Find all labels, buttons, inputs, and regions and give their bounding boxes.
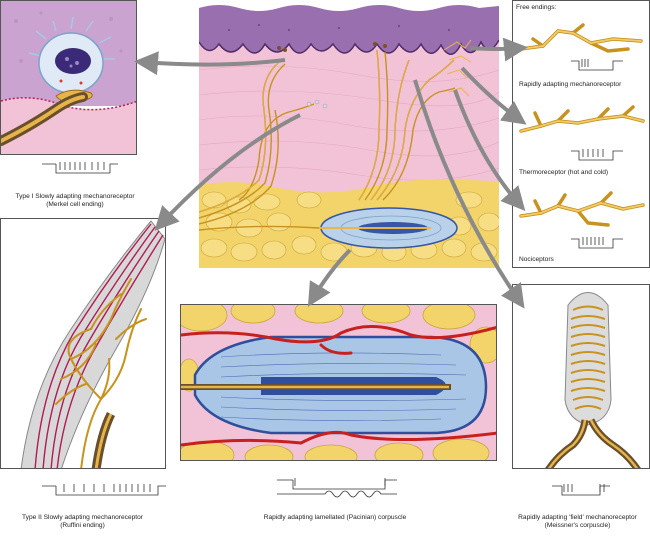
free-endings-header: Free endings:: [516, 4, 557, 11]
merkel-caption-line2: (Merkel cell ending): [46, 201, 104, 209]
pacinian-spike-train: [277, 478, 397, 498]
ruffini-ending-illustration: [20, 220, 165, 468]
meissner-corpuscle-illustration: [545, 292, 641, 468]
pacinian-caption: Rapidly adapting lamellated (Pacinian) c…: [210, 514, 460, 522]
skin-section-illustration: [199, 0, 499, 268]
merkel-spike-train: [42, 162, 118, 174]
free-endings-illustration: [519, 23, 645, 249]
meissner-caption-line2: (Meissner's corpuscle): [544, 522, 611, 530]
merkel-caption: Type I Slowly adapting mechanoreceptor (…: [0, 193, 150, 209]
merkel-cell-illustration: [1, 1, 136, 154]
free-ending-thermo-label: Thermoreceptor (hot and cold): [519, 169, 609, 176]
pacinian-panel: [180, 304, 497, 461]
merkel-caption-line1: Type I Slowly adapting mechanoreceptor: [15, 193, 135, 200]
ruffini-caption-line2: (Ruffini ending): [60, 522, 105, 530]
free-ending-rapid-label: Rapidly adapting mechanoreceptor: [519, 81, 622, 88]
merkel-panel: [0, 0, 137, 155]
ruffini-panel: [0, 218, 166, 469]
ruffini-caption: Type II Slowly adapting mechanoreceptor …: [0, 514, 165, 530]
pacinian-caption-text: Rapidly adapting lamellated (Pacinian) c…: [263, 514, 407, 521]
free-ending-noci-label: Nociceptors: [519, 256, 554, 263]
meissner-caption: Rapidly adapting 'field' mechanoreceptor…: [505, 514, 650, 530]
free-endings-panel: Free endings: Rapidly adapting mechanore…: [512, 0, 650, 268]
meissner-panel: [512, 284, 650, 469]
ruffini-caption-line1: Type II Slowly adapting mechanoreceptor: [22, 514, 143, 521]
meissner-spike-train: [552, 484, 610, 496]
skin-section-panel: [199, 0, 499, 268]
pacinian-corpuscle-illustration: [181, 305, 496, 460]
ruffini-spike-train: [42, 484, 166, 496]
meissner-caption-line1: Rapidly adapting 'field' mechanoreceptor: [518, 514, 637, 521]
